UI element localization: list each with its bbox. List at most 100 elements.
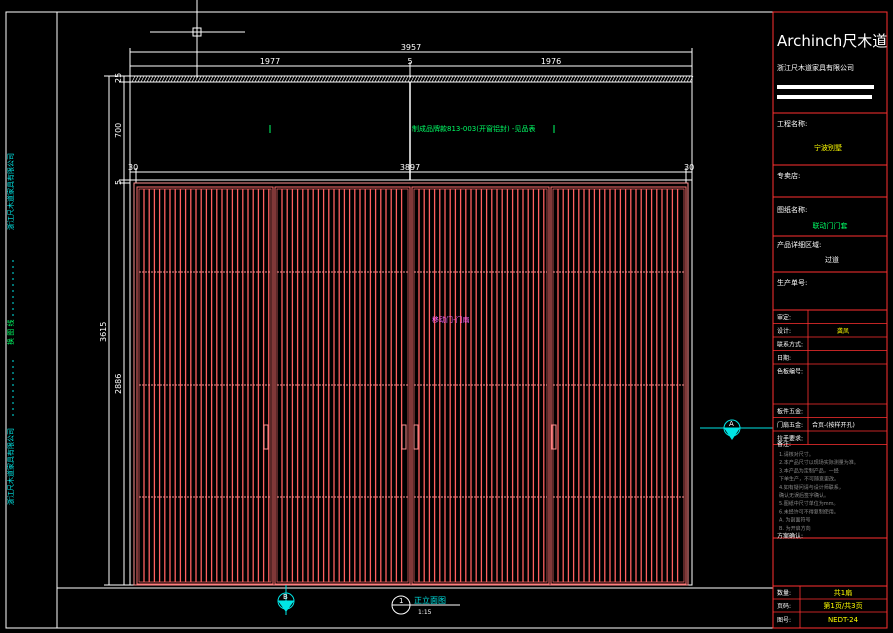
dim-door-inner-width: 3897 [400,163,420,172]
hatch-stroke [476,75,481,83]
hatch-stroke [545,75,550,83]
hatch-stroke [149,75,154,83]
hatch-stroke [533,75,538,83]
section-marker-b-label: B [283,593,288,601]
hatch-stroke [422,75,427,83]
leaf-frame [550,186,687,585]
leaf-frame [274,186,411,585]
title-block-rows-grid [773,310,887,445]
page-label: 页码: [777,602,791,610]
hatch-stroke [242,75,247,83]
hatch-stroke [689,75,694,83]
hatch-stroke [470,75,475,83]
hatch-stroke [599,75,604,83]
hatch-stroke [308,75,313,83]
hatch-stroke [203,75,208,83]
hatch-stroke [425,75,430,83]
hatch-stroke [395,75,400,83]
door-leaf [274,186,411,585]
hatch-stroke [635,75,640,83]
hatch-stroke [542,75,547,83]
hatch-stroke [299,75,304,83]
project-value: 宁波别墅 [814,143,842,152]
hatch-stroke [437,75,442,83]
hatch-stroke [614,75,619,83]
hatch-stroke [323,75,328,83]
hatch-stroke [491,75,496,83]
top-beam-hatch [131,75,694,83]
dim-total-height: 3615 [99,322,108,342]
door-leaf [136,186,274,585]
hatch-stroke [254,75,259,83]
hatch-stroke [572,75,577,83]
hatch-stroke [674,75,679,83]
row-label: 设计: [777,327,791,335]
hatch-stroke [272,75,277,83]
note-line: 下单生产，不可随意更改。 [779,476,839,483]
hatch-stroke [590,75,595,83]
dim-separator-height: 5 [114,180,123,185]
note-line: 3.本产品为定制产品，一经 [779,467,839,474]
hatch-stroke [578,75,583,83]
hatch-stroke [194,75,199,83]
hatch-stroke [404,75,409,83]
overall-dimension [129,48,693,78]
hatch-stroke [668,75,673,83]
door-handle [551,424,557,450]
hatch-stroke [611,75,616,83]
hatch-stroke [407,75,412,83]
door-inner-frame [133,182,689,586]
hatch-stroke [536,75,541,83]
hatch-stroke [350,75,355,83]
hatch-stroke [650,75,655,83]
hatch-stroke [215,75,220,83]
hatch-stroke [440,75,445,83]
hatch-stroke [506,75,511,83]
hatch-stroke [362,75,367,83]
hatch-stroke [209,75,214,83]
hatch-stroke [458,75,463,83]
hatch-stroke [530,75,535,83]
hatch-stroke [680,75,685,83]
hatch-stroke [485,75,490,83]
leaf-frame [411,186,550,585]
project-label: 工程名称: [777,119,807,128]
hatch-stroke [236,75,241,83]
hatch-stroke [206,75,211,83]
hatch-stroke [413,75,418,83]
hatch-stroke [677,75,682,83]
hatch-stroke [623,75,628,83]
view-title: 正立面图 [414,595,446,605]
section-marker-a [700,419,773,440]
hatch-stroke [155,75,160,83]
hatch-stroke [452,75,457,83]
note-line: 4.如有疑问请与设计师联系， [779,484,844,491]
hatch-stroke [176,75,181,83]
title-block-company-name: 浙江尺木道家具有限公司 [777,63,854,72]
hatch-stroke [131,75,136,83]
hatch-stroke [632,75,637,83]
hatch-stroke [371,75,376,83]
row-label: 联系方式: [777,341,803,349]
qty-value: 共1扇 [834,588,852,597]
door-note: 移动门-门扇 [432,315,470,324]
page-value: 第1页/共3页 [823,601,862,610]
hatch-stroke [134,75,139,83]
note-line: A. 为剖面符号 [779,517,811,524]
hatch-stroke [158,75,163,83]
door-handle [401,424,407,450]
hatch-stroke [473,75,478,83]
hatch-stroke [527,75,532,83]
title-block-logo: Archinch尺木道 [777,32,887,50]
hatch-stroke [416,75,421,83]
hatch-stroke [683,75,688,83]
hatch-stroke [521,75,526,83]
hatch-stroke [410,75,415,83]
hatch-stroke [380,75,385,83]
hatch-stroke [224,75,229,83]
left-strip-middle: 换 图 线 [6,320,15,345]
hatch-stroke [164,75,169,83]
hatch-stroke [269,75,274,83]
hatch-stroke [647,75,652,83]
hatch-stroke [419,75,424,83]
